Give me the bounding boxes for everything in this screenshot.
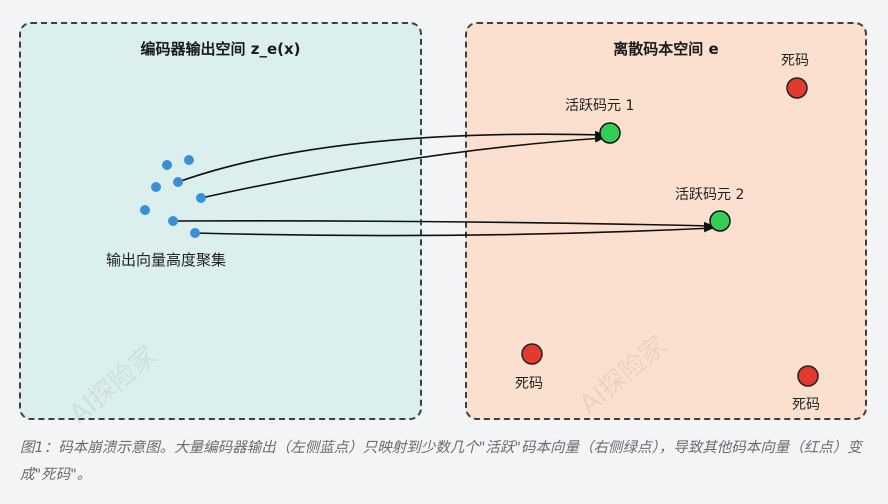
encoder-output-dot <box>151 182 161 192</box>
encoder-output-dot <box>140 205 150 215</box>
codebook-space-title: 离散码本空间 e <box>613 40 719 58</box>
encoder-output-dot <box>190 228 200 238</box>
figure-caption: 图1：码本崩溃示意图。大量编码器输出（左侧蓝点）只映射到少数几个"活跃"码本向量… <box>20 440 862 483</box>
dead-code-1-label: 死码 <box>781 53 809 69</box>
active-code-1-label: 活跃码元 1 <box>565 98 635 114</box>
encoder-space-title: 编码器输出空间 z_e(x) <box>140 40 301 58</box>
encoder-output-dot <box>162 160 172 170</box>
active-code-2 <box>709 210 731 232</box>
dead-code-3-label: 死码 <box>792 397 820 413</box>
encoder-output-dot <box>173 177 183 187</box>
mapping-arrow <box>200 134 605 199</box>
mapping-arrow <box>172 220 714 230</box>
mapping-arrow <box>194 224 714 237</box>
dead-code-1 <box>786 77 808 99</box>
dead-code-3 <box>797 365 819 387</box>
dead-code-2 <box>521 343 543 365</box>
active-code-2-label: 活跃码元 2 <box>675 187 745 203</box>
encoder-output-dot <box>184 155 194 165</box>
mapping-arrow <box>177 130 605 183</box>
encoder-output-cluster <box>140 155 206 238</box>
encoder-output-dot <box>168 216 178 226</box>
encoder-output-dot <box>196 193 206 203</box>
dead-code-2-label: 死码 <box>515 376 543 392</box>
cluster-label: 输出向量高度聚集 <box>106 251 227 269</box>
active-code-1 <box>599 122 621 144</box>
